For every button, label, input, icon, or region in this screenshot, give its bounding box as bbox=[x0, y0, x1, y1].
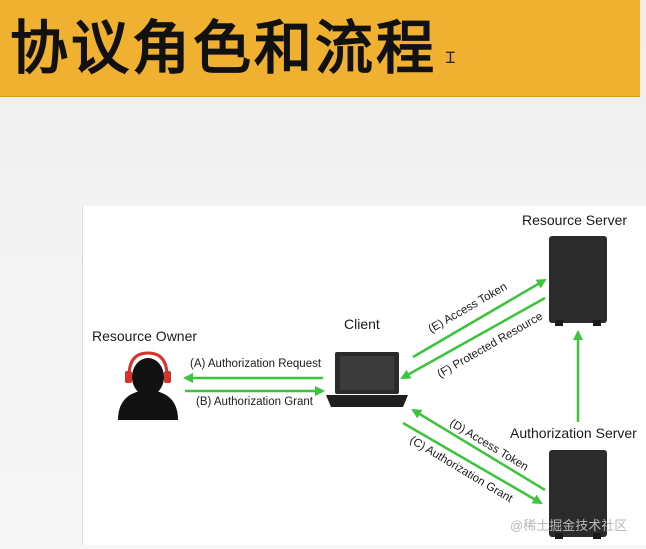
arrow-e bbox=[412, 278, 547, 359]
title-banner: 协议角色和流程 Ɪ bbox=[0, 0, 640, 97]
page-title: 协议角色和流程 bbox=[10, 14, 438, 82]
authorization-server-label: Authorization Server bbox=[510, 425, 637, 441]
arrow-c bbox=[402, 421, 543, 505]
arrow-f bbox=[400, 296, 546, 380]
resource-server-label: Resource Server bbox=[522, 212, 627, 228]
flow-label-a: (A) Authorization Request bbox=[190, 358, 322, 370]
flow-label-b: (B) Authorization Grant bbox=[196, 396, 314, 408]
resource-owner-label: Resource Owner bbox=[92, 328, 197, 344]
authorization-server-icon bbox=[549, 450, 607, 539]
resource-server-icon bbox=[549, 236, 607, 326]
client-label: Client bbox=[344, 316, 380, 332]
user-headset-icon bbox=[118, 351, 178, 420]
laptop-icon bbox=[326, 352, 408, 407]
watermark: @稀土掘金技术社区 bbox=[510, 518, 627, 533]
arrow-d bbox=[411, 408, 546, 492]
text-cursor-icon: Ɪ bbox=[446, 50, 455, 67]
